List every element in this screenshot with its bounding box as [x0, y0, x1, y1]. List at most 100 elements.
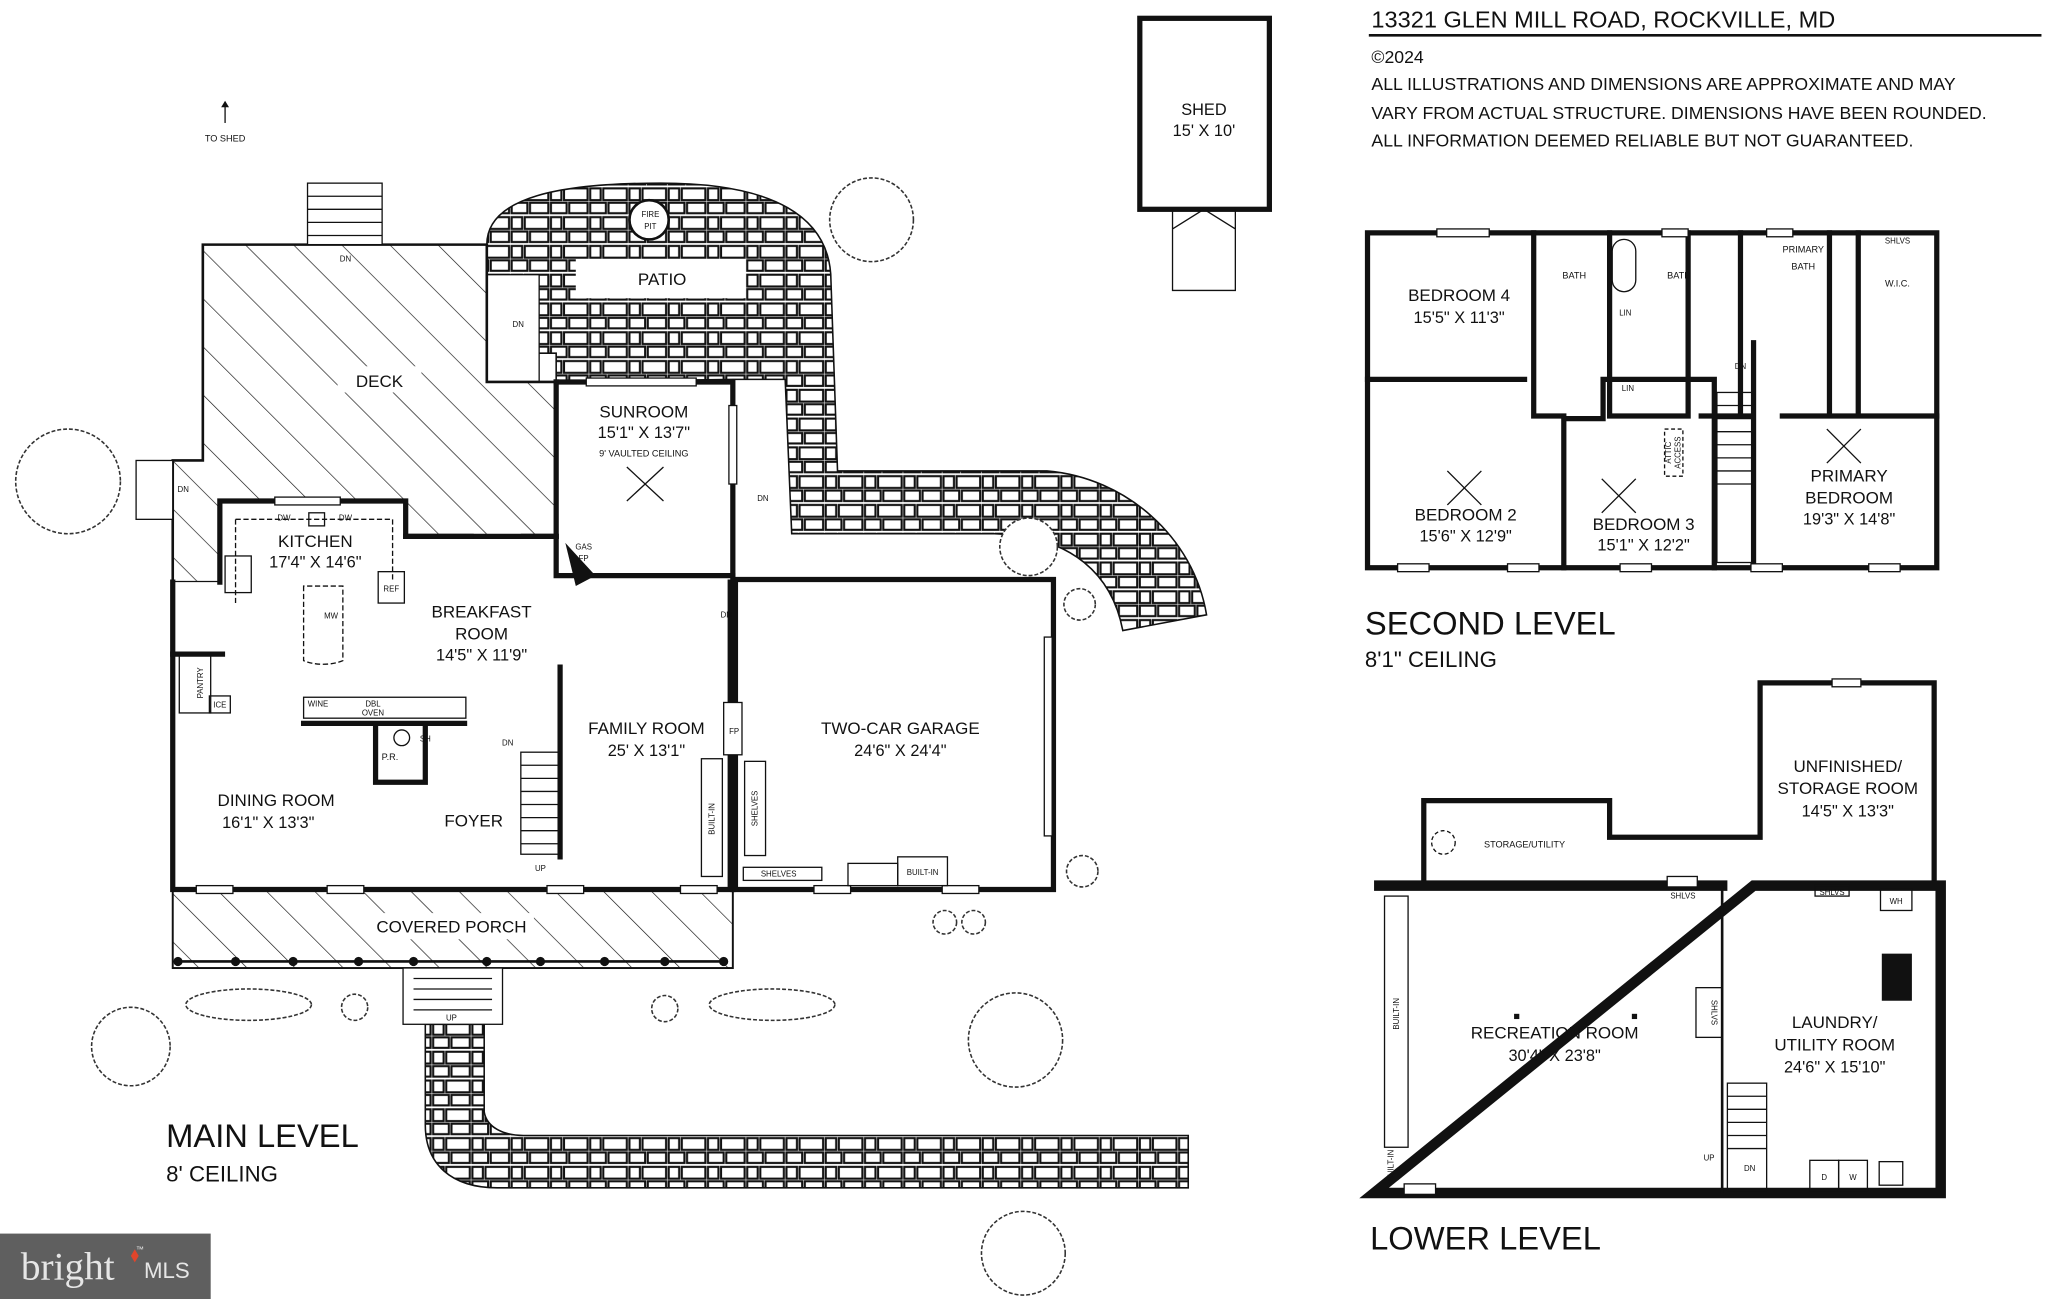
- header: 13321 GLEN MILL ROAD, ROCKVILLE, MD ©202…: [1368, 6, 2042, 151]
- built-in-label: BUILT-IN: [708, 803, 717, 835]
- breakfast-room-name: ROOM: [455, 625, 508, 644]
- shlvs-label: SHLVS: [1710, 1000, 1719, 1025]
- logo-background: [0, 1233, 211, 1299]
- attic-access-hatch: [1663, 428, 1684, 477]
- garage-shelves: [742, 866, 823, 882]
- ceiling-fan-icon: [1446, 428, 1862, 514]
- sunroom-note: 9' VAULTED CEILING: [599, 449, 688, 459]
- powder-room-label: P.R.: [382, 752, 399, 762]
- built-in-label: BUILT-IN: [1387, 1149, 1396, 1181]
- pantry-label: PANTRY: [196, 667, 205, 699]
- built-in-cabinet: [1383, 895, 1409, 1148]
- garage-shelves: [743, 760, 767, 857]
- dn-label: DN: [340, 255, 352, 264]
- porch-label-bg: [369, 913, 534, 940]
- utility-tank-icon: [1430, 830, 1456, 855]
- built-in-cabinet: [700, 758, 724, 878]
- pantry-closet: [178, 653, 212, 714]
- garage-door: [1043, 636, 1053, 837]
- second-level-stairs: [1716, 391, 1755, 564]
- fire-pit-label: FIRE: [641, 210, 659, 219]
- copyright: ©2024: [1371, 47, 1423, 67]
- kitchen-dims: 17'4" X 14'6": [269, 554, 362, 572]
- logo-brand: bright: [21, 1245, 115, 1288]
- bathtub-icon: [1611, 238, 1637, 293]
- up-label: UP: [446, 1013, 457, 1022]
- shelves-label: SHELVES: [761, 869, 797, 878]
- mw-label: MW: [324, 612, 339, 621]
- dn-label: DN: [757, 494, 769, 503]
- linen-label: LIN: [1622, 384, 1635, 393]
- disclaimer-line: ALL ILLUSTRATIONS AND DIMENSIONS ARE APP…: [1371, 74, 1955, 94]
- ice-label: ICE: [213, 701, 226, 710]
- dishwasher-label: DW: [277, 514, 291, 523]
- washer-label: W: [1849, 1173, 1857, 1182]
- recreation-room-name: RECREATION ROOM: [1471, 1024, 1639, 1043]
- porch-stairs: [402, 967, 504, 1025]
- wh-label: WH: [1890, 897, 1903, 906]
- disclaimer-line: VARY FROM ACTUAL STRUCTURE. DIMENSIONS H…: [1371, 103, 1986, 123]
- wic-label: W.I.C.: [1885, 278, 1910, 288]
- kitchen-name: KITCHEN: [278, 532, 353, 551]
- garage-name: TWO-CAR GARAGE: [821, 719, 980, 738]
- house-floor: [172, 381, 1054, 890]
- bedroom-2-dims: 15'6" X 12'9": [1419, 528, 1512, 546]
- primary-bedroom-dims: 19'3" X 14'8": [1803, 511, 1896, 529]
- laundry-room-dims: 24'6" X 15'10": [1784, 1059, 1886, 1077]
- address-title: 13321 GLEN MILL ROAD, ROCKVILLE, MD: [1371, 6, 1835, 32]
- bedroom-3-name: BEDROOM 3: [1593, 515, 1695, 534]
- unfinished-room-name: UNFINISHED/: [1793, 757, 1902, 776]
- sunroom-dims: 15'1" X 13'7": [598, 424, 691, 442]
- to-shed-label: TO SHED: [205, 133, 246, 143]
- sink-icon: [308, 512, 326, 527]
- breakfast-room-name: BREAKFAST: [431, 602, 531, 621]
- wine-oven-counter: [302, 696, 467, 719]
- gas-fireplace: [565, 542, 596, 587]
- main-stairs: [520, 751, 561, 855]
- porch-name: COVERED PORCH: [376, 918, 526, 937]
- recreation-room-dims: 30'4" X 23'8": [1508, 1047, 1601, 1065]
- attic-access-label: ATTIC: [1664, 441, 1673, 463]
- lower-stairs: [1726, 1082, 1768, 1192]
- breakfast-room-dims: 14'5" X 11'9": [436, 647, 527, 665]
- fire-pit-icon: [628, 198, 671, 241]
- fp-label: FP: [729, 727, 739, 736]
- porch-stair-treads: [413, 977, 493, 1011]
- lower-upper-walls: [1421, 680, 1937, 889]
- second-level-plan: ATTIC ACCESS BEDROOM 4 15'5" X 11'3" BAT…: [1365, 228, 1940, 672]
- attic-access-label: ACCESS: [1673, 436, 1682, 468]
- range-icon: [224, 555, 252, 594]
- main-level-plan: TO SHED SHED 15' X 10' PATIO FIRE PIT DN…: [14, 15, 1272, 1296]
- stair-treads: [1727, 1095, 1767, 1150]
- bedroom-2-name: BEDROOM 2: [1415, 506, 1517, 525]
- laundry-room-name: LAUNDRY/: [1792, 1013, 1878, 1032]
- ceiling-fan-icon: [626, 466, 664, 502]
- primary-bedroom-name: BEDROOM: [1805, 489, 1893, 508]
- shelves: [1814, 884, 1850, 897]
- stair-treads: [1716, 404, 1754, 485]
- bedroom-4-name: BEDROOM 4: [1408, 286, 1510, 305]
- dn-label: DN: [502, 739, 514, 748]
- deck-name: DECK: [356, 372, 404, 391]
- built-in-label: BUILT-IN: [907, 868, 939, 877]
- fire-pit-label: PIT: [644, 222, 656, 231]
- washer: [1837, 1159, 1869, 1192]
- sh-label: SH: [420, 735, 431, 744]
- kitchen-counters: [234, 518, 394, 665]
- logo-tm: ™: [136, 1245, 144, 1254]
- gas-fp-label: FP: [579, 554, 589, 563]
- window: [1403, 1183, 1437, 1196]
- up-label: UP: [1704, 1153, 1715, 1162]
- shed-ramp: [1171, 208, 1236, 292]
- up-label: UP: [535, 864, 546, 873]
- garage-built-in: [847, 862, 899, 887]
- storage-utility-name: STORAGE/UTILITY: [1484, 840, 1565, 850]
- bath-label: BATH: [1562, 271, 1586, 281]
- unfinished-room-dims: 14'5" X 13'3": [1802, 802, 1895, 820]
- dn-label: DN: [1744, 1164, 1756, 1173]
- patio-label-bg: [575, 259, 746, 299]
- refrigerator: [377, 571, 406, 604]
- primary-bedroom-name: PRIMARY: [1811, 466, 1888, 485]
